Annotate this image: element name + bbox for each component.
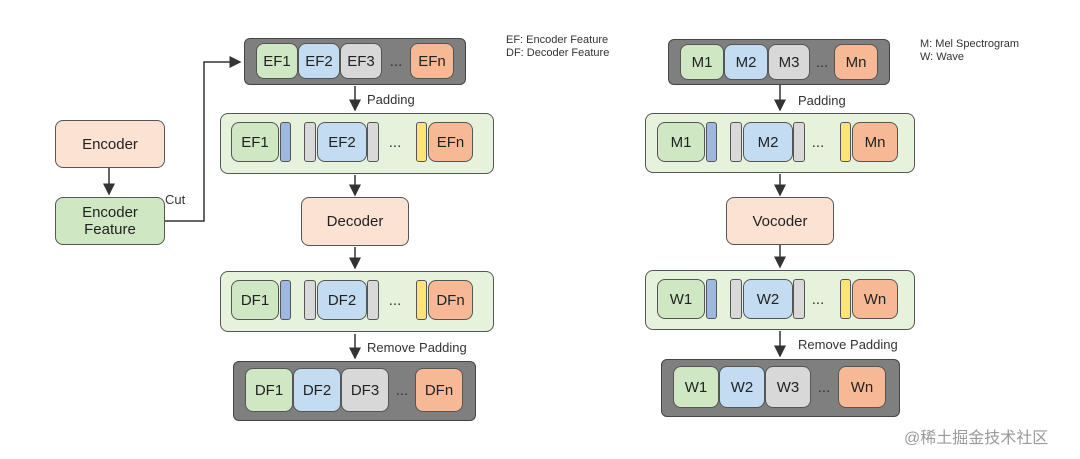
efp-cell-n: EFn [428,122,473,162]
m-cell-3: M3 [768,44,810,80]
efp-ellipsis: ... [388,133,402,151]
mp-pad-1 [706,122,717,162]
wp-pad-n [840,279,851,319]
legend-m: M: Mel Spectrogram [920,38,1020,50]
m-ellipsis: ... [815,53,829,71]
mp-pad-2 [793,122,805,162]
wp-cell-1: W1 [657,279,705,319]
padding-label-left: Padding [367,92,415,107]
w-cell-2: W2 [719,366,765,408]
padding-label-right: Padding [798,93,846,108]
efp-pad-n [416,122,427,162]
m-w-legend: M: Mel Spectrogram W: Wave [920,38,1019,64]
mp-cell-1: M1 [657,122,705,162]
m-cell-2: M2 [724,44,768,80]
ef-cell-n: EFn [410,43,454,79]
w-ellipsis: ... [817,378,831,396]
vocoder-box: Vocoder [726,197,834,245]
m-cell-n: Mn [834,44,878,80]
mp-left-pad-2 [730,122,742,162]
w-cell-1: W1 [673,366,719,408]
m-cell-1: M1 [680,44,724,80]
watermark: @稀土掘金技术社区 [904,430,1049,447]
df-cell-2: DF2 [293,368,341,412]
w-cell-3: W3 [765,366,811,408]
legend-df: DF: Decoder Feature [506,47,610,59]
mp-pad-n [840,122,851,162]
efp-pad-1 [280,122,291,162]
remove-padding-label-left: Remove Padding [367,340,467,355]
wp-cell-n: Wn [852,279,898,319]
cut-label: Cut [165,192,186,207]
df-cell-n: DFn [415,368,463,412]
dfp-pad-1 [280,280,291,320]
wp-ellipsis: ... [811,290,825,308]
wp-left-pad-2 [730,279,742,319]
dfp-cell-1: DF1 [231,280,279,320]
encoder-feature-box: Encoder Feature [55,197,165,245]
dfp-ellipsis: ... [388,291,402,309]
ef-ellipsis: ... [389,52,403,70]
efp-pad-2 [367,122,379,162]
dfp-pad-n [416,280,427,320]
dfp-cell-2: DF2 [317,280,367,320]
mp-cell-2: M2 [743,122,793,162]
df-cell-3: DF3 [341,368,389,412]
mp-cell-n: Mn [852,122,898,162]
wp-cell-2: W2 [743,279,793,319]
dfp-cell-n: DFn [428,280,473,320]
efp-left-pad-2 [304,122,316,162]
legend-w: W: Wave [920,51,965,63]
w-cell-n: Wn [838,366,886,408]
ef-cell-1: EF1 [256,43,298,79]
ef-cell-2: EF2 [298,43,340,79]
ef-cell-3: EF3 [340,43,382,79]
efp-cell-2: EF2 [317,122,367,162]
wp-pad-2 [793,279,805,319]
legend-ef: EF: Encoder Feature [506,34,609,46]
wp-pad-1 [706,279,717,319]
ef-df-legend: EF: Encoder Feature DF: Decoder Feature [506,34,609,60]
remove-padding-label-right: Remove Padding [798,337,898,352]
df-cell-1: DF1 [245,368,293,412]
arrow-cut [164,56,242,222]
df-ellipsis: ... [395,381,409,399]
efp-cell-1: EF1 [231,122,279,162]
dfp-left-pad-2 [304,280,316,320]
mp-ellipsis: ... [811,133,825,151]
dfp-pad-2 [367,280,379,320]
encoder-box: Encoder [55,120,165,168]
decoder-box: Decoder [301,197,409,246]
